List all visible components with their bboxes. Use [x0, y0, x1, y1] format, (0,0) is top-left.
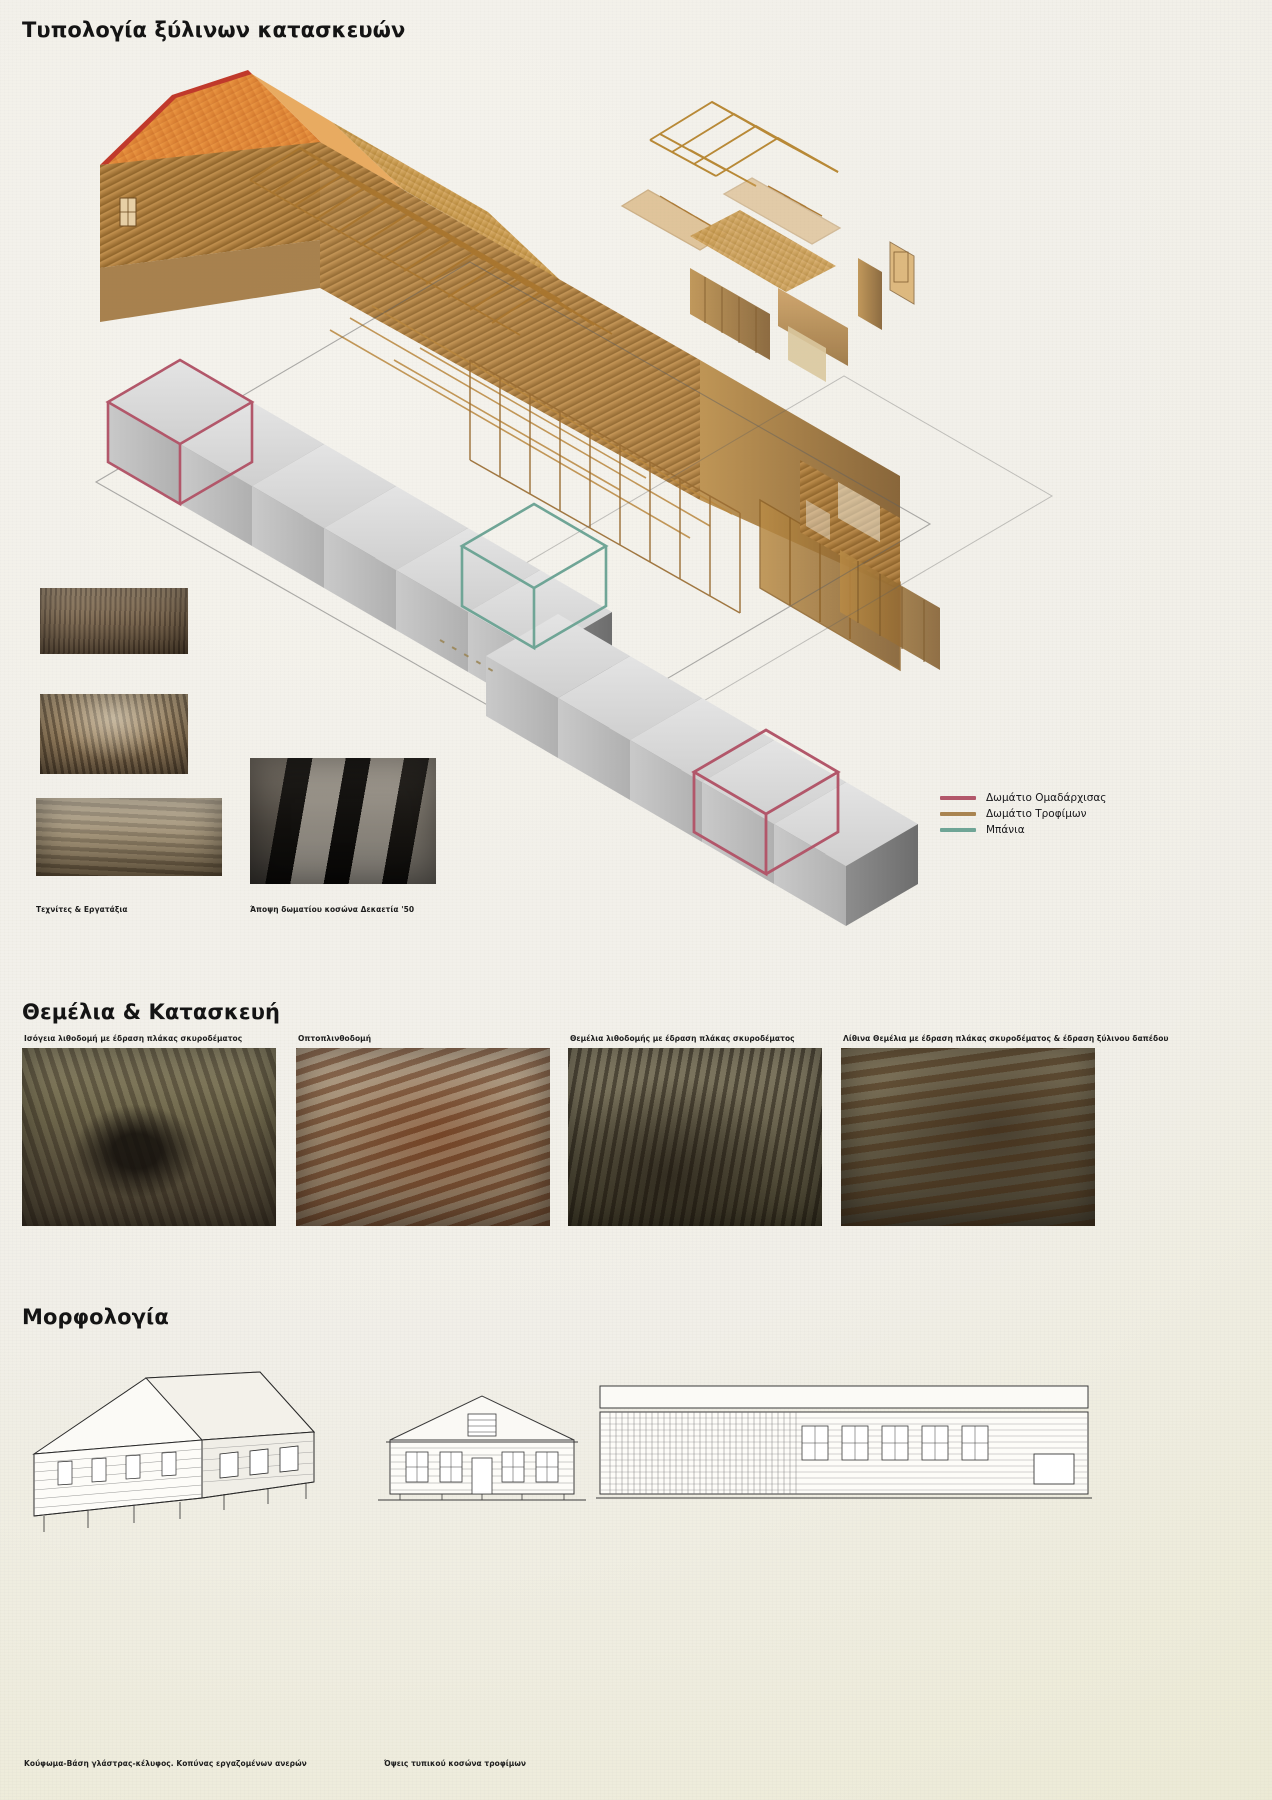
dormitory-room-photo [250, 758, 436, 884]
caption-dormitory-room: Άποψη δωματίου κοσώνα Δεκαετία '50 [250, 905, 415, 914]
section-title-typology: Τυπολογία ξύλινων κατασκευών [22, 18, 406, 42]
foundation-photo-4 [841, 1048, 1095, 1226]
legend-swatch-rose [940, 796, 976, 800]
craftsmen-photo-top [40, 588, 188, 654]
highlight-leader-room-2 [691, 728, 841, 877]
highlight-leader-room-1 [105, 358, 255, 507]
legend-label-bathrooms: Μπάνια [986, 824, 1025, 836]
section-title-foundations: Θεμέλια & Κατασκευή [22, 1000, 281, 1024]
section-title-morphology: Μορφολογία [22, 1305, 169, 1329]
legend-label-inmates-room: Δωμάτιο Τροφίμων [986, 808, 1087, 820]
caption-foundation-3: Θεμέλια λιθοδομής με έδραση πλάκας σκυρο… [570, 1034, 795, 1043]
typology-isometric-drawing [94, 70, 1053, 926]
caption-foundation-4: Λίθινα Θεμέλια με έδραση πλάκας σκυροδέμ… [843, 1034, 1169, 1043]
long-elevation [596, 1385, 1092, 1499]
foundation-photo-1 [22, 1048, 276, 1226]
highlight-bathrooms [459, 502, 609, 651]
axonometric-view [32, 1371, 316, 1532]
foundation-photo-2 [296, 1048, 550, 1226]
legend-item-bathrooms: Μπάνια [940, 822, 1106, 838]
legend-item-leader-room: Δωμάτιο Ομαδάρχισας [940, 790, 1106, 806]
caption-foundation-1: Ισόγεια λιθοδομή με έδραση πλάκας σκυροδ… [24, 1034, 243, 1043]
craftsmen-photo-bottom [36, 798, 222, 876]
caption-craftsmen: Τεχνίτες & Εργατάξια [36, 905, 128, 914]
legend-swatch-teal [940, 828, 976, 832]
typology-legend: Δωμάτιο Ομαδάρχισας Δωμάτιο Τροφίμων Μπά… [940, 790, 1106, 838]
legend-label-leader-room: Δωμάτιο Ομαδάρχισας [986, 792, 1107, 804]
caption-gable-elevation: Όψεις τυπικού κοσώνα τροφίμων [384, 1759, 527, 1768]
caption-axonometric: Κούφωμα-Βάση γλάστρας-κέλυφος. Κοπύνας ε… [24, 1759, 307, 1768]
craftsmen-photo-middle [40, 694, 188, 774]
legend-item-inmates-room: Δωμάτιο Τροφίμων [940, 806, 1106, 822]
legend-swatch-brown [940, 812, 976, 816]
gable-elevation [378, 1395, 586, 1501]
foundation-photo-3 [568, 1048, 822, 1226]
caption-foundation-2: Οπτοπλινθοδομή [298, 1034, 372, 1043]
